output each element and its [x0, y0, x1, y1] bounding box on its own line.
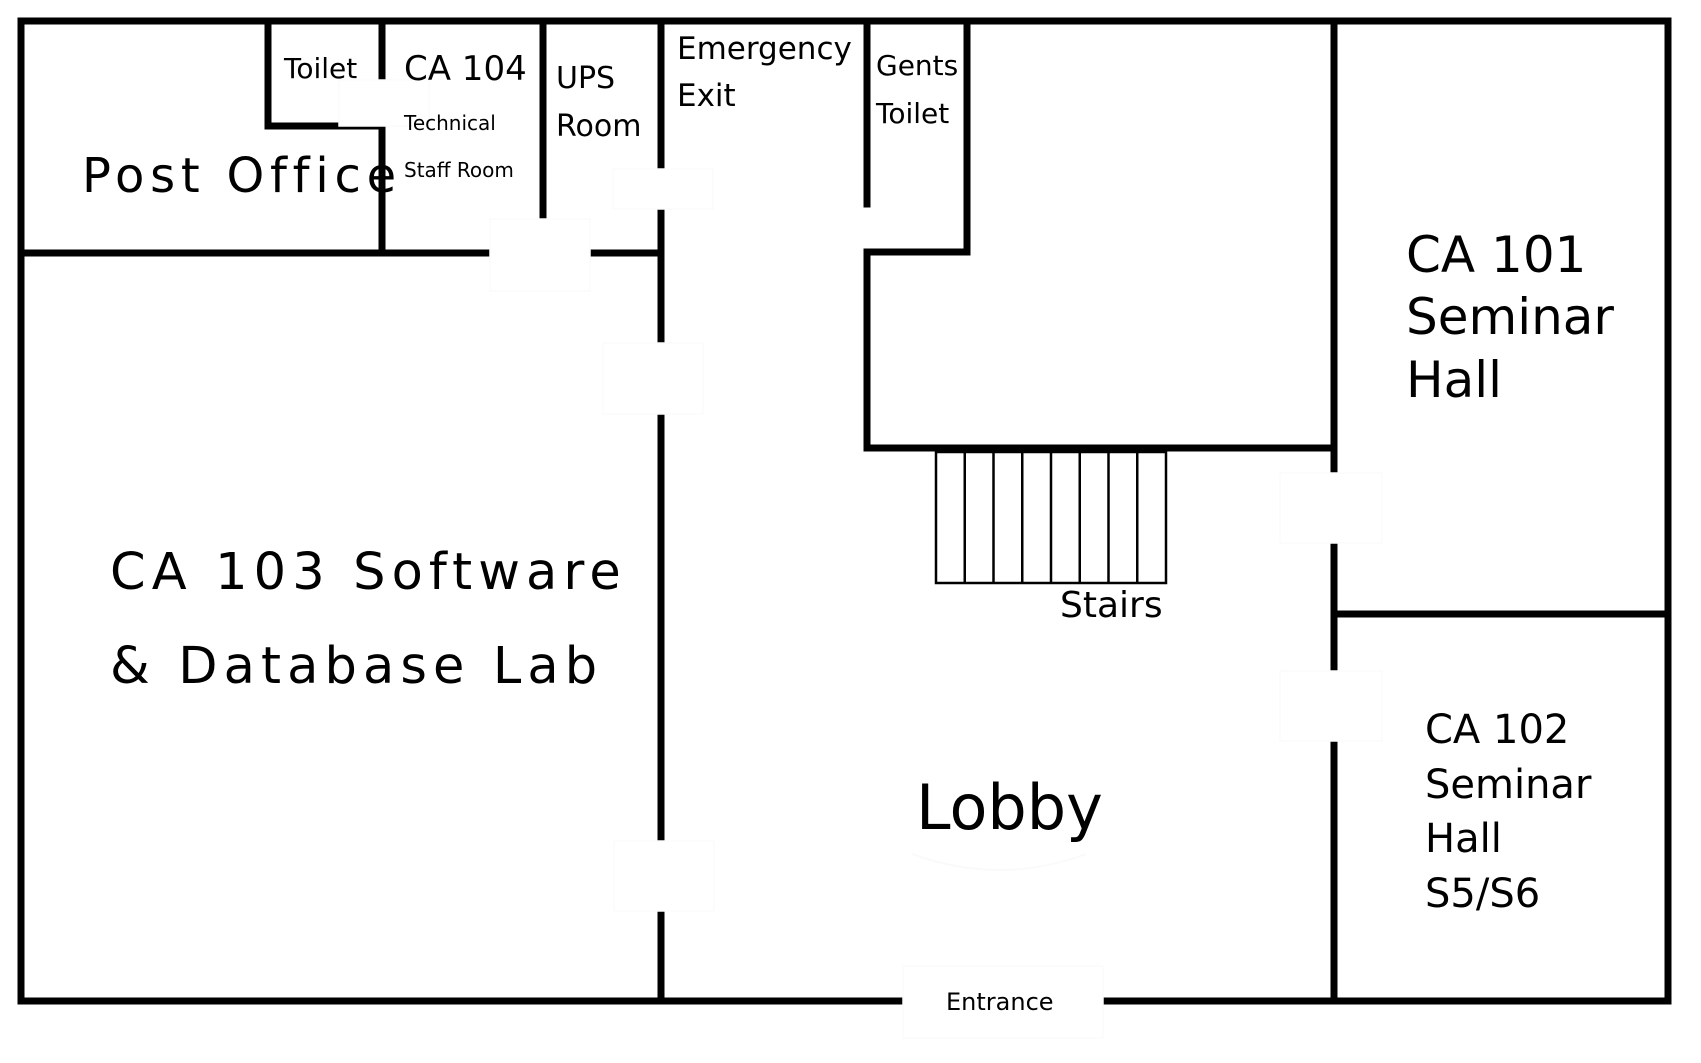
ca102-line3-label: Hall [1425, 816, 1502, 862]
stairs [934, 450, 1168, 585]
ca104-door [338, 79, 430, 127]
gents-stair-block-wall [863, 17, 1338, 452]
stairs-label: Stairs [1060, 585, 1163, 626]
ca102-line4-label: S5/S6 [1425, 871, 1540, 917]
ca101-line2-label: Seminar [1406, 288, 1614, 346]
ca103-lower-door [613, 840, 715, 912]
post-office-label: Post Office [82, 148, 402, 204]
entrance-opening [902, 965, 1104, 1039]
doors [338, 79, 1383, 1039]
outer-wall [17, 17, 1672, 1005]
entrance-label: Entrance [946, 988, 1054, 1016]
emergency-exit-line1-label: Emergency [677, 31, 852, 67]
ca104-name-label: CA 104 [404, 49, 527, 89]
ups-corridor-door [489, 218, 591, 292]
walls [17, 17, 1672, 1005]
ups-line1-label: UPS [556, 61, 615, 96]
toilet-label: Toilet [283, 52, 357, 85]
ca102-line2-label: Seminar [1425, 762, 1592, 808]
lobby-label: Lobby [916, 771, 1103, 844]
ca101-line1-label: CA 101 [1406, 226, 1586, 284]
ca102-line1-label: CA 102 [1425, 707, 1569, 753]
ca102-door [1279, 670, 1383, 742]
labels: Post Office Toilet CA 104 Technical Staf… [82, 31, 1614, 1016]
ca101-door [1279, 472, 1383, 544]
ca104-line2-label: Staff Room [404, 158, 514, 182]
ca103-line1-label: CA 103 Software [110, 543, 627, 602]
ca103-upper-door [602, 342, 704, 415]
gents-toilet-line2-label: Toilet [875, 97, 949, 130]
ca103-line2-label: & Database Lab [110, 637, 603, 696]
ca101-line3-label: Hall [1406, 351, 1502, 409]
ca104-line1-label: Technical [403, 111, 496, 135]
reception-desk [911, 853, 1087, 871]
gents-toilet-line1-label: Gents [876, 49, 958, 82]
ups-line2-label: Room [556, 109, 641, 144]
toilet-wall [264, 17, 386, 256]
ups-door [612, 168, 714, 210]
emergency-exit-line2-label: Exit [677, 78, 736, 114]
